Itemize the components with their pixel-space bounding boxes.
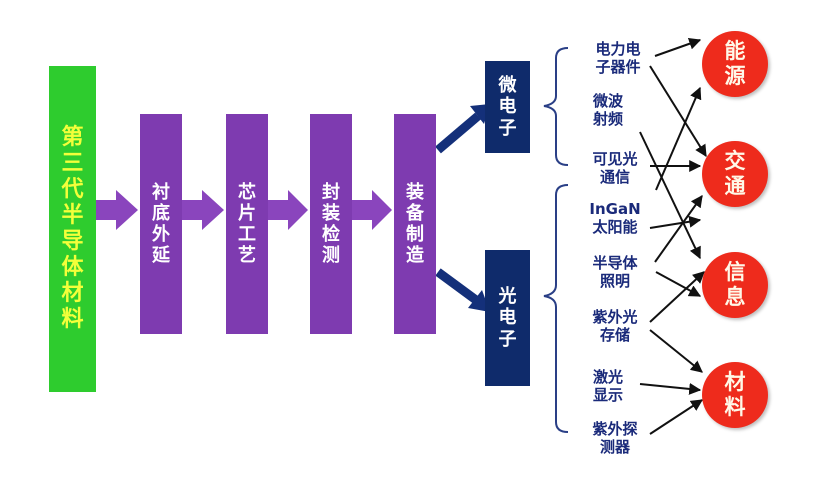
branch-char: 电 <box>498 307 517 329</box>
process-step-char: 制 <box>406 224 424 245</box>
source-material-box: 第三代半导体材料 <box>49 66 96 392</box>
application-semiconductor-lighting: 半导体 照明 <box>578 254 652 290</box>
target-transportation: 交通 <box>702 141 768 207</box>
flow-arrow-3 <box>268 190 308 230</box>
application-line: 紫外光 <box>592 308 638 326</box>
application-line: 照明 <box>599 272 630 290</box>
application-line: 通信 <box>599 168 630 186</box>
process-step-char: 工 <box>238 224 256 245</box>
flow-arrow-1 <box>96 190 138 230</box>
process-step-char: 外 <box>152 224 170 245</box>
application-visible-light-communication: 可见光 通信 <box>578 150 652 186</box>
process-step-char: 装 <box>406 181 424 203</box>
application-uv-detector: 紫外探 测器 <box>578 420 652 456</box>
branch-microelectronics: 微电子 <box>485 61 530 153</box>
source-material-char: 代 <box>61 177 84 203</box>
branch-char: 电 <box>498 96 517 118</box>
source-material-char: 材 <box>61 280 84 306</box>
process-step-char: 底 <box>152 202 170 224</box>
application-line: 紫外探 <box>592 420 638 438</box>
process-step-char: 延 <box>152 245 170 267</box>
source-material-char: 体 <box>61 254 84 280</box>
process-step-char: 备 <box>406 202 424 224</box>
process-step-chip-process: 芯片工艺 <box>226 114 268 334</box>
target-char: 交 <box>724 149 746 174</box>
application-microwave-rf: 微波 射频 <box>578 92 638 128</box>
process-step-char: 艺 <box>238 245 256 267</box>
application-line: 测器 <box>599 438 630 456</box>
application-line: 可见光 <box>592 150 638 168</box>
application-power-electronics: 电力电 子器件 <box>578 40 658 76</box>
source-material-char: 三 <box>61 151 84 177</box>
application-line: 微波 <box>592 92 623 110</box>
application-line: 半导体 <box>592 254 638 272</box>
application-line: 存储 <box>599 326 630 344</box>
target-energy: 能源 <box>702 31 768 97</box>
process-step-char: 装 <box>322 202 340 224</box>
target-char: 信 <box>724 260 746 285</box>
branch-arrow-optoelectronics-head <box>468 290 490 312</box>
target-char: 通 <box>724 174 746 198</box>
process-step-char: 芯 <box>238 181 256 203</box>
bracket-microelectronics <box>543 47 569 166</box>
application-line: InGaN <box>589 200 641 218</box>
process-step-packaging-testing: 封装检测 <box>310 114 352 334</box>
branch-char: 子 <box>498 328 517 350</box>
process-step-char: 检 <box>322 224 340 245</box>
application-line: 显示 <box>592 386 623 404</box>
target-materials: 材料 <box>702 362 768 428</box>
source-material-char: 导 <box>61 229 84 254</box>
source-material-char: 半 <box>61 203 84 229</box>
process-step-substrate-epitaxy: 衬底外延 <box>140 114 182 334</box>
source-material-char: 第 <box>61 125 84 151</box>
application-connectors <box>639 37 707 435</box>
branch-char: 光 <box>498 286 517 308</box>
target-char: 料 <box>724 395 746 419</box>
branch-char: 微 <box>498 75 517 97</box>
application-line: 电力电 <box>595 40 641 58</box>
process-step-char: 衬 <box>152 181 170 203</box>
application-line: 射频 <box>592 110 623 128</box>
target-char: 材 <box>724 370 746 395</box>
bracket-optoelectronics <box>543 184 569 433</box>
target-char: 能 <box>724 39 746 64</box>
branch-arrow-optoelectronics <box>435 268 479 304</box>
flow-arrow-2 <box>182 190 224 230</box>
target-char: 息 <box>724 285 746 309</box>
flow-arrow-4 <box>352 190 392 230</box>
branch-arrow-microelectronics <box>435 112 481 154</box>
target-information: 信息 <box>702 252 768 318</box>
application-ingan-solar: InGaN 太阳能 <box>578 200 652 236</box>
process-step-char: 测 <box>322 245 340 267</box>
application-line: 子器件 <box>595 58 641 76</box>
branch-char: 子 <box>498 117 517 139</box>
source-material-char: 料 <box>61 306 84 332</box>
branch-optoelectronics: 光电子 <box>485 250 530 386</box>
application-line: 太阳能 <box>592 218 638 236</box>
process-step-equipment-manufacturing: 装备制造 <box>394 114 436 334</box>
target-char: 源 <box>724 64 746 88</box>
process-step-char: 片 <box>238 202 256 224</box>
process-step-char: 封 <box>322 181 340 203</box>
application-uv-storage: 紫外光 存储 <box>578 308 652 344</box>
application-laser-display: 激光 显示 <box>578 368 638 404</box>
application-line: 激光 <box>592 368 623 386</box>
process-step-char: 造 <box>406 245 424 267</box>
